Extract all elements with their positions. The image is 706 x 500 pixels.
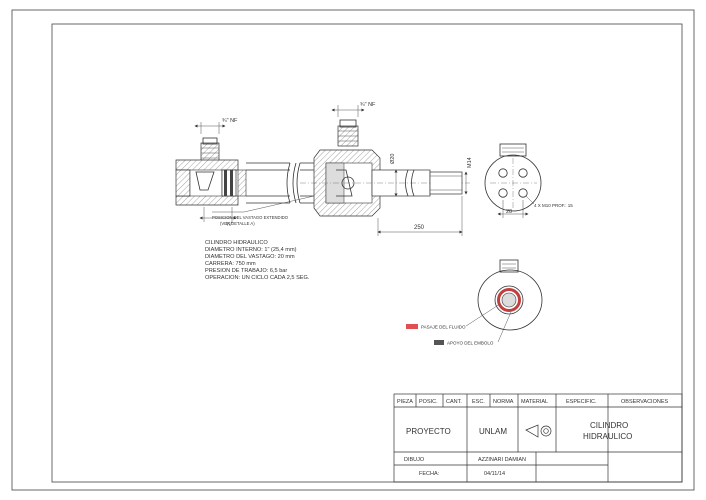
- tb-header-norma: NORMA: [493, 399, 514, 405]
- tb-proyecto: PROYECTO: [406, 427, 451, 436]
- specs-block: CILINDRO HIDRAULICO DIAMETRO INTERNO: 1"…: [205, 240, 310, 281]
- inner-border: [51, 23, 683, 483]
- front-head-section: ¾" NF Ø20 M14 250 POSICION DEL VASTAGO E…: [212, 102, 473, 236]
- detalle-label: (VER DETALLE A): [220, 221, 255, 226]
- tb-header-cant: CANT.: [446, 399, 462, 405]
- nf-left-label: ¾" NF: [222, 118, 238, 124]
- legend: PASAJE DEL FLUIDO APOYO DEL EMBOLO: [406, 324, 494, 346]
- end-view-flange: 20 4 X M10 PROF.: 15: [484, 143, 573, 218]
- rear-cap-section: ¾" NF ¼": [175, 118, 297, 228]
- spec-line-3: DIAMETRO DEL VASTAGO: 20 mm: [205, 254, 295, 260]
- spec-line-4: CARRERA: 750 mm: [205, 261, 256, 267]
- spec-line-6: OPERACION: UN CICLO CADA 2,5 SEG.: [205, 275, 310, 281]
- projection-symbol-icon: [525, 424, 552, 438]
- m10-label: 4 X M10 PROF.: 15: [534, 203, 573, 208]
- quarter-label: ¼": [226, 222, 233, 228]
- spec-line-5: PRESION DE TRABAJO: 6,5 bar: [205, 268, 287, 274]
- posicion-label: POSICION DEL VASTAGO EXTENDIDO: [212, 215, 289, 220]
- dim20-label: 20: [506, 209, 512, 215]
- m14-label: M14: [467, 157, 473, 168]
- legend-fluido-label: PASAJE DEL FLUIDO: [421, 325, 466, 330]
- tb-header-posic: POSIC.: [419, 399, 438, 405]
- tb-header-esc: ESC.: [472, 399, 485, 405]
- legend-fluido-swatch: [406, 324, 418, 329]
- tb-header-material: MATERIAL: [521, 399, 548, 405]
- tb-fecha-value: 04/11/14: [484, 471, 505, 477]
- tb-header-especific: ESPECIFIC.: [566, 399, 597, 405]
- tb-unlam: UNLAM: [479, 427, 507, 436]
- nf-right-label: ¾" NF: [360, 102, 376, 108]
- tb-title-line2: HIDRAULICO: [583, 432, 632, 441]
- title-block: PIEZA POSIC. CANT. ESC. NORMA MATERIAL E…: [393, 393, 683, 483]
- outer-border: [11, 9, 695, 491]
- tb-fecha-label: FECHA:: [419, 471, 440, 477]
- legend-embolo-swatch: [434, 340, 444, 345]
- detail-section: [465, 259, 543, 343]
- len250-label: 250: [414, 225, 425, 231]
- tb-header-pieza: PIEZA: [397, 399, 413, 405]
- diam20-label: Ø20: [390, 154, 396, 164]
- tb-header-observaciones: OBSERVACIONES: [621, 399, 669, 405]
- spec-line-2: DIAMETRO INTERNO: 1" (25,4 mm): [205, 247, 297, 253]
- tb-title-line1: CILINDRO: [590, 421, 628, 430]
- legend-embolo-label: APOYO DEL EMBOLO: [447, 341, 494, 346]
- tb-dibujo-value: AZZINARI DAMIAN: [478, 457, 526, 463]
- spec-line-1: CILINDRO HIDRAULICO: [205, 240, 268, 246]
- tb-dibujo-label: DIBUJO: [404, 457, 425, 463]
